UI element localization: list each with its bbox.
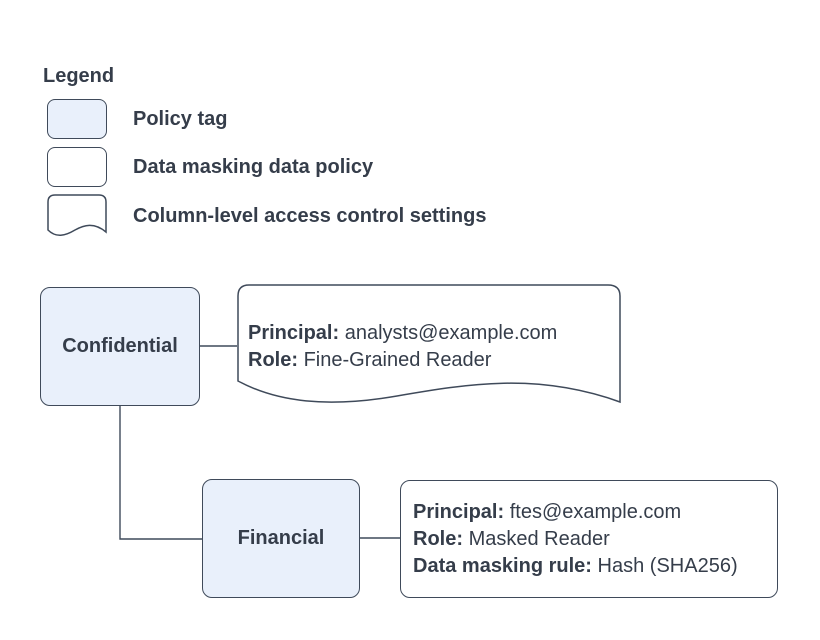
legend-label-data-masking-policy: Data masking data policy <box>133 155 374 178</box>
policy-tag-financial: Financial <box>202 479 360 598</box>
policy-tag-financial-label: Financial <box>237 527 325 549</box>
legend-title: Legend <box>43 65 115 87</box>
masking-line-role: Role:Masked Reader <box>413 526 777 553</box>
confidential-access-text: Principal:analysts@example.com Role:Fine… <box>248 284 557 410</box>
value-masking-rule: Hash (SHA256) <box>597 554 738 577</box>
value-role: Masked Reader <box>468 527 610 550</box>
policy-tag-swatch <box>47 99 107 139</box>
field-masking-rule: Data masking rule: <box>413 554 592 577</box>
legend-label-column-access: Column-level access control settings <box>133 205 487 227</box>
masking-line-rule: Data masking rule:Hash (SHA256) <box>413 553 777 580</box>
legend-label-policy-tag: Policy tag <box>133 107 228 130</box>
legend-row-data-masking-policy: Data masking data policy <box>47 147 373 187</box>
data-masking-policy-swatch <box>47 147 107 187</box>
legend-row-policy-tag: Policy tag <box>47 99 227 139</box>
legend-row-column-access: Column-level access control settings <box>47 194 486 239</box>
value-role: Fine-Grained Reader <box>303 349 492 371</box>
value-principal: analysts@example.com <box>344 322 558 344</box>
policy-tag-confidential-label: Confidential <box>62 335 178 357</box>
masking-line-principal: Principal:ftes@example.com <box>413 499 777 526</box>
value-principal: ftes@example.com <box>509 500 682 523</box>
confidential-access-document: Principal:analysts@example.com Role:Fine… <box>237 284 621 410</box>
connector-confidential-to-financial <box>119 406 202 540</box>
access-line-role: Role:Fine-Grained Reader <box>248 347 557 374</box>
field-principal: Principal: <box>248 322 340 344</box>
field-role: Role: <box>248 349 298 371</box>
access-line-principal: Principal:analysts@example.com <box>248 320 557 347</box>
field-role: Role: <box>413 527 463 550</box>
policy-tag-confidential: Confidential <box>40 287 200 406</box>
field-principal: Principal: <box>413 500 505 523</box>
document-shape <box>237 284 621 404</box>
financial-masking-policy-card: Principal:ftes@example.com Role:Masked R… <box>400 480 778 598</box>
column-access-document-swatch <box>47 194 107 236</box>
